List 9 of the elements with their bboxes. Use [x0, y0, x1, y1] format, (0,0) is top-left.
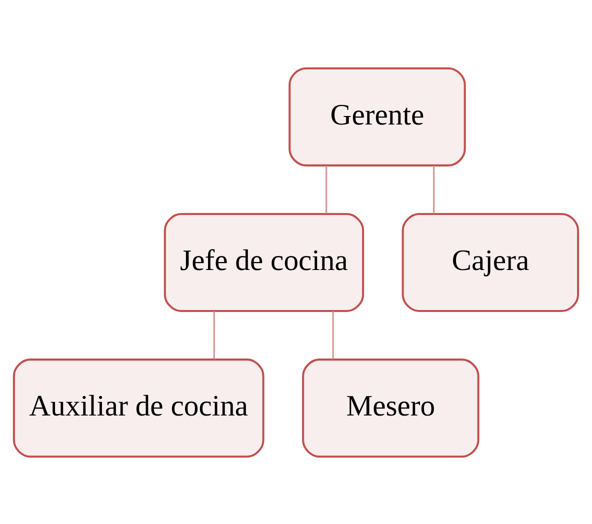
node-box: Cajera [402, 212, 580, 312]
node-box: Auxiliar de cocina [12, 358, 264, 458]
connector [326, 165, 328, 213]
connector [433, 165, 435, 213]
node-box: Jefe de cocina [164, 212, 364, 312]
node-box: Mesero [302, 358, 480, 458]
connector [213, 310, 215, 359]
connector [332, 310, 334, 359]
node-box: Gerente [288, 66, 466, 166]
